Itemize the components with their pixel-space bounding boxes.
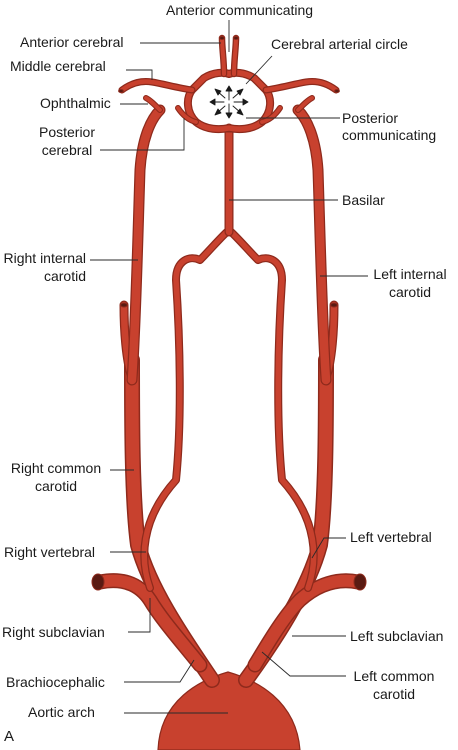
right-posterior-cerebral-artery (176, 106, 198, 124)
label-left-common-carotid-line2: carotid (372, 686, 416, 702)
label-left-vertebral: Left vertebral (350, 529, 432, 545)
label-posterior-cerebral-line1: Posterior (38, 124, 96, 140)
common-carotids (124, 352, 334, 688)
leader-posterior-cerebral (100, 118, 185, 151)
right-vertebral-artery (141, 227, 232, 591)
label-left-common-carotid-line1: Left common (353, 668, 435, 684)
right-ophthalmic-artery (144, 96, 162, 112)
left-common-carotid-artery (239, 353, 333, 687)
leader-left-common-carotid (261, 651, 346, 677)
label-aortic-arch: Aortic arch (28, 704, 95, 720)
vessel-lumens (91, 36, 367, 591)
label-anterior-communicating: Anterior communicating (166, 2, 314, 18)
label-middle-cerebral: Middle cerebral (10, 58, 106, 74)
label-right-internal-carotid-line1: Right internal (3, 250, 87, 266)
leader-cerebral-arterial-circle (245, 55, 273, 85)
label-basilar: Basilar (342, 192, 385, 208)
leader-left-vertebral (311, 537, 346, 559)
left-internal-carotid-artery (293, 105, 331, 385)
leader-right-subclavian (128, 598, 151, 633)
leader-lines (90, 20, 368, 714)
left-ophthalmic-artery (296, 96, 314, 112)
label-posterior-communicating-line1: Posterior (342, 110, 399, 126)
left-middle-cerebral-artery (263, 79, 339, 93)
arteries (91, 34, 367, 750)
right-anterior-cerebral-artery (220, 36, 226, 76)
left-subclavian-artery (249, 574, 364, 671)
leader-brachiocephalic (124, 659, 195, 683)
label-posterior-cerebral-line2: cerebral (41, 142, 93, 158)
left-vertebral-artery (226, 227, 317, 591)
label-anterior-cerebral: Anterior cerebral (20, 34, 124, 50)
right-internal-carotid-artery (127, 105, 165, 385)
label-ophthalmic: Ophthalmic (40, 95, 111, 111)
left-anterior-cerebral-artery (232, 36, 238, 76)
label-cerebral-arterial-circle: Cerebral arterial circle (271, 36, 408, 52)
label-right-vertebral: Right vertebral (4, 544, 96, 560)
right-middle-cerebral-artery (119, 79, 195, 93)
panel-letter: A (4, 728, 15, 745)
label-right-subclavian: Right subclavian (2, 624, 105, 640)
label-left-internal-carotid-line1: Left internal (373, 266, 447, 282)
left-posterior-cerebral-artery (260, 106, 282, 124)
circle-interior (196, 81, 262, 122)
leader-middle-cerebral (126, 69, 153, 80)
label-posterior-communicating-line2: communicating (342, 127, 437, 143)
label-left-subclavian: Left subclavian (350, 628, 444, 644)
flow-arrows (209, 85, 249, 119)
aortic-arch-shape (157, 671, 301, 750)
label-right-internal-carotid-line2: carotid (43, 268, 86, 284)
label-left-internal-carotid-line2: carotid (388, 284, 432, 300)
label-brachiocephalic: Brachiocephalic (6, 674, 105, 690)
label-right-common-carotid-line2: carotid (34, 478, 78, 494)
label-right-common-carotid-line1: Right common (10, 460, 102, 476)
